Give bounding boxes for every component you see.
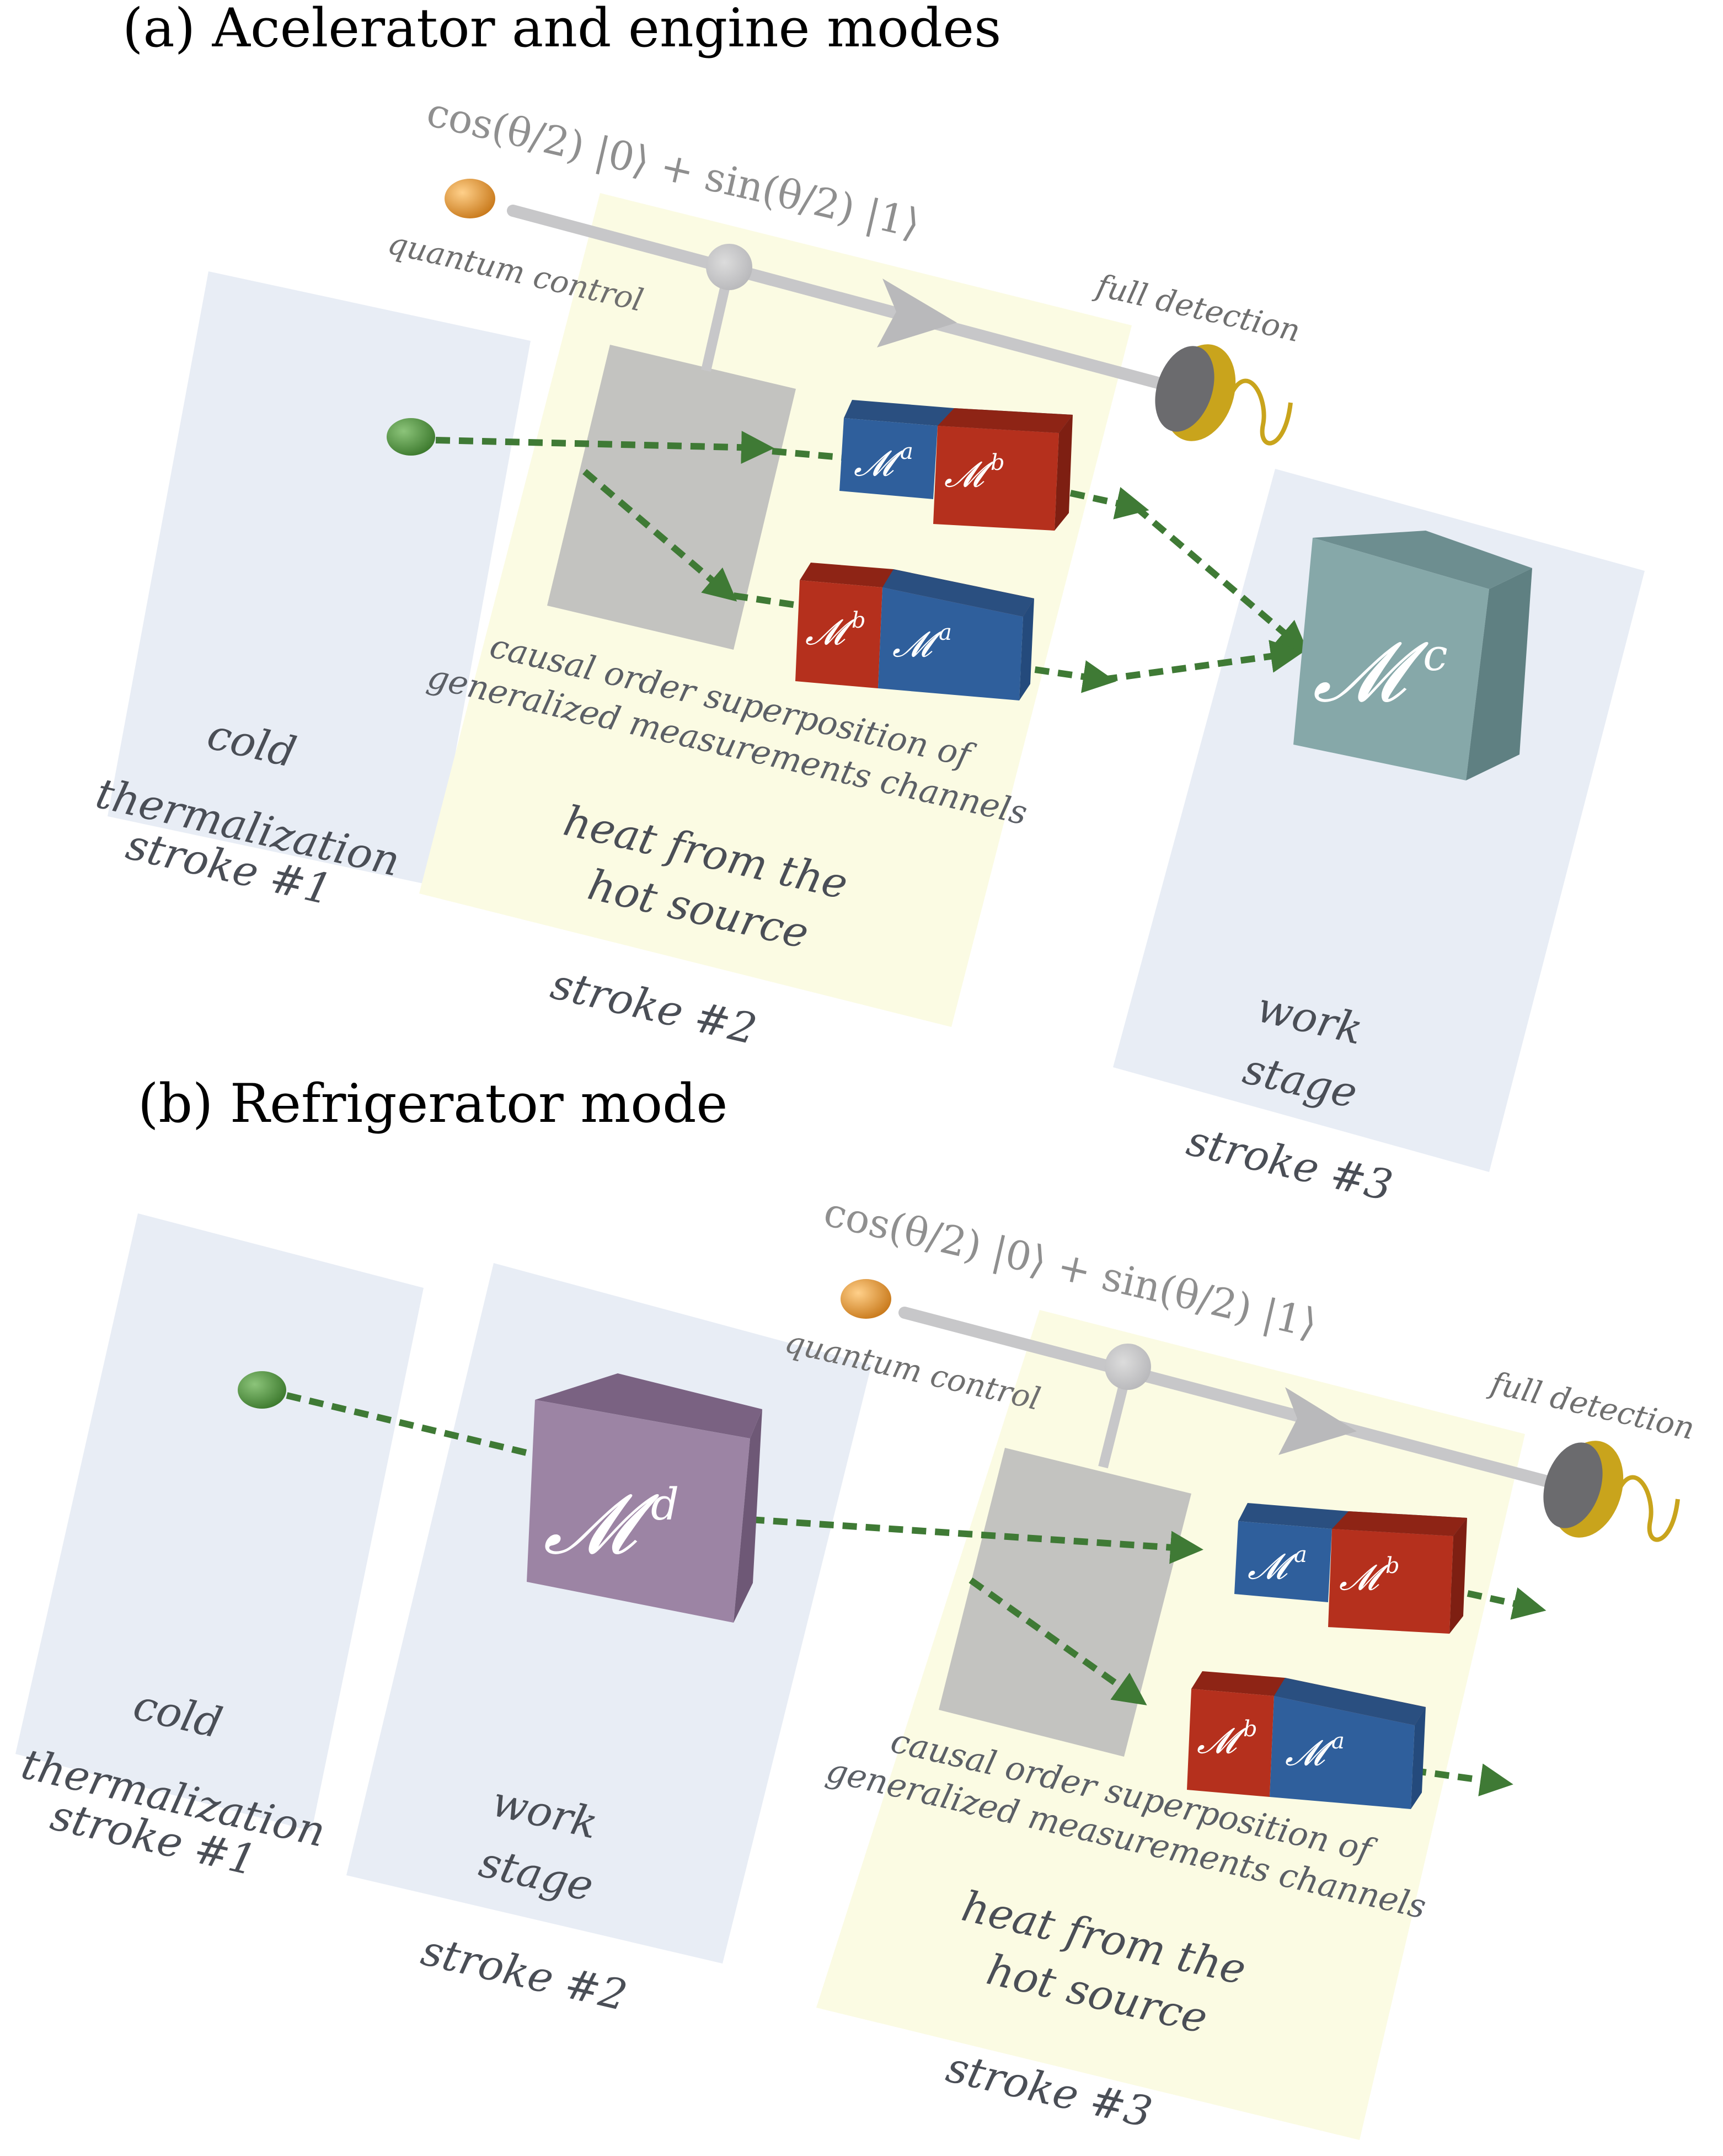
path-b-start-to-md [286,1392,542,1459]
stage-b2-background [346,1263,871,1964]
cube-b-top-left-sup: a [1294,1542,1307,1567]
path-a-bottom-exit [1012,660,1116,693]
stage-b2-stroke: stroke #2 [417,1925,632,2020]
cube-a-top-right-sup: b [991,450,1005,475]
cube-a-bottom-left-sup: b [852,608,866,633]
path-b-bottom-exit [1411,1763,1513,1796]
path-a-split-to-bottom [582,469,737,602]
rail-arrowhead-a [877,279,957,347]
cube-a-bottom-right-sup: a [939,620,952,645]
path-a-bottom-entry [733,592,800,609]
detector-icon-b [1543,1441,1680,1542]
cube-a-final: 𝓜 c [1293,531,1532,780]
panel-b: (b) Refrigerator mode cos(θ/2) |0⟩ + sin… [15,1073,1698,2140]
green-sphere-icon-b [238,1371,286,1409]
control-rail-a [507,205,1186,395]
path-a-top-exit [1047,485,1149,520]
cube-a-final-sup: c [1423,629,1448,681]
control-node-a [706,244,752,290]
control-rail-b [898,1307,1572,1492]
cube-b-md-sup: d [651,1479,679,1530]
cube-pair-a-top: 𝓜 a 𝓜 b [839,400,1073,531]
panel-a: (a) Acelerator and engine modes cos(θ/2)… [92,0,1645,1211]
cube-b-bottom-right-sup: a [1331,1729,1345,1754]
path-b-split-to-bottom [968,1577,1147,1705]
detector-icon [1155,344,1293,446]
cube-b-top-right-sup: b [1385,1553,1400,1579]
cube-pair-b-top: 𝓜 a 𝓜 b [1234,1503,1467,1634]
cube-b-bottom-left-sup: b [1243,1716,1258,1742]
cube-b-md: 𝓜 d [527,1373,762,1623]
orange-sphere-icon [445,179,495,218]
path-a-bottom-to-final [1103,640,1304,683]
green-sphere-icon [387,418,435,456]
stage-b1-background [15,1213,424,1831]
path-a-top-entry [772,448,847,461]
orange-sphere-icon-b [841,1279,891,1319]
path-a-top-to-final [1134,505,1309,654]
cube-pair-b-bottom: 𝓜 b 𝓜 a [1187,1671,1426,1809]
cube-pair-a-bottom: 𝓜 b 𝓜 a [795,563,1034,700]
path-b-md-to-top [750,1516,1203,1564]
path-a-start-to-top [435,431,774,464]
path-b-top-exit [1444,1585,1547,1620]
panel-a-title: (a) Acelerator and engine modes [122,0,1001,59]
control-node-b [1105,1344,1151,1390]
stage-a2-stroke: stroke #2 [547,959,761,1054]
panel-b-title: (b) Refrigerator mode [138,1073,727,1135]
rail-arrowhead-b [1278,1387,1357,1455]
cube-a-top-left-sup: a [900,439,913,464]
